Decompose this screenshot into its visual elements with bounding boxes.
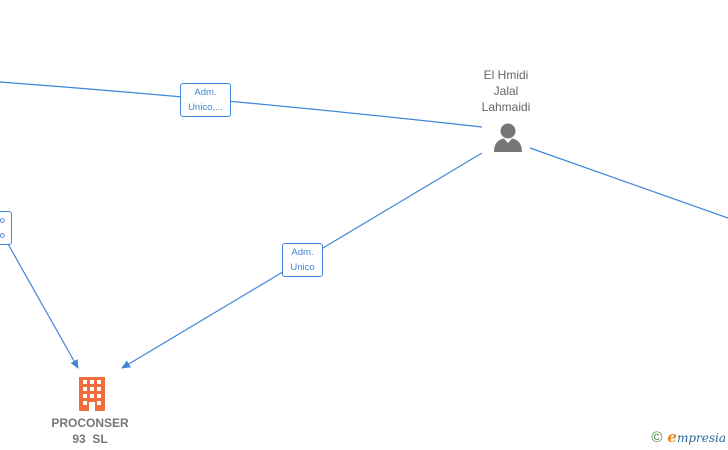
edge-label-line: Adm.	[291, 247, 314, 258]
edge-right	[529, 147, 728, 219]
edge-label-line: Unico,...	[188, 102, 223, 113]
brand-text: mpresia	[676, 431, 726, 445]
building-icon[interactable]	[78, 377, 106, 411]
watermark: © empresia	[651, 428, 726, 446]
brand-initial: e	[667, 428, 677, 446]
person-name[interactable]: El Hmidi Jalal Lahmaidi	[466, 67, 546, 115]
person-name-line: El Hmidi	[483, 68, 529, 82]
edge-top	[0, 81, 483, 128]
brand-logo: empresia	[667, 428, 726, 446]
person-name-line: Jalal	[493, 84, 519, 98]
person-name-line: Lahmaidi	[481, 100, 531, 114]
edge-label-line: Unico	[290, 262, 315, 273]
copyright-symbol: ©	[651, 428, 663, 446]
edge-label-top[interactable]: Adm. Unico,...	[180, 83, 231, 117]
person-icon[interactable]	[493, 122, 523, 153]
edge-label-left[interactable]: o o	[0, 211, 12, 245]
edge-label-line: o	[0, 230, 5, 241]
edge-label-middle[interactable]: Adm. Unico	[282, 243, 323, 277]
edge-label-line: o	[0, 215, 5, 226]
company-name[interactable]: PROCONSER 93 SL	[40, 415, 140, 447]
company-name-line: PROCONSER	[51, 416, 129, 430]
edge-label-line: Adm.	[194, 87, 217, 98]
edge-left	[7, 243, 79, 369]
company-name-line: 93 SL	[72, 432, 108, 446]
